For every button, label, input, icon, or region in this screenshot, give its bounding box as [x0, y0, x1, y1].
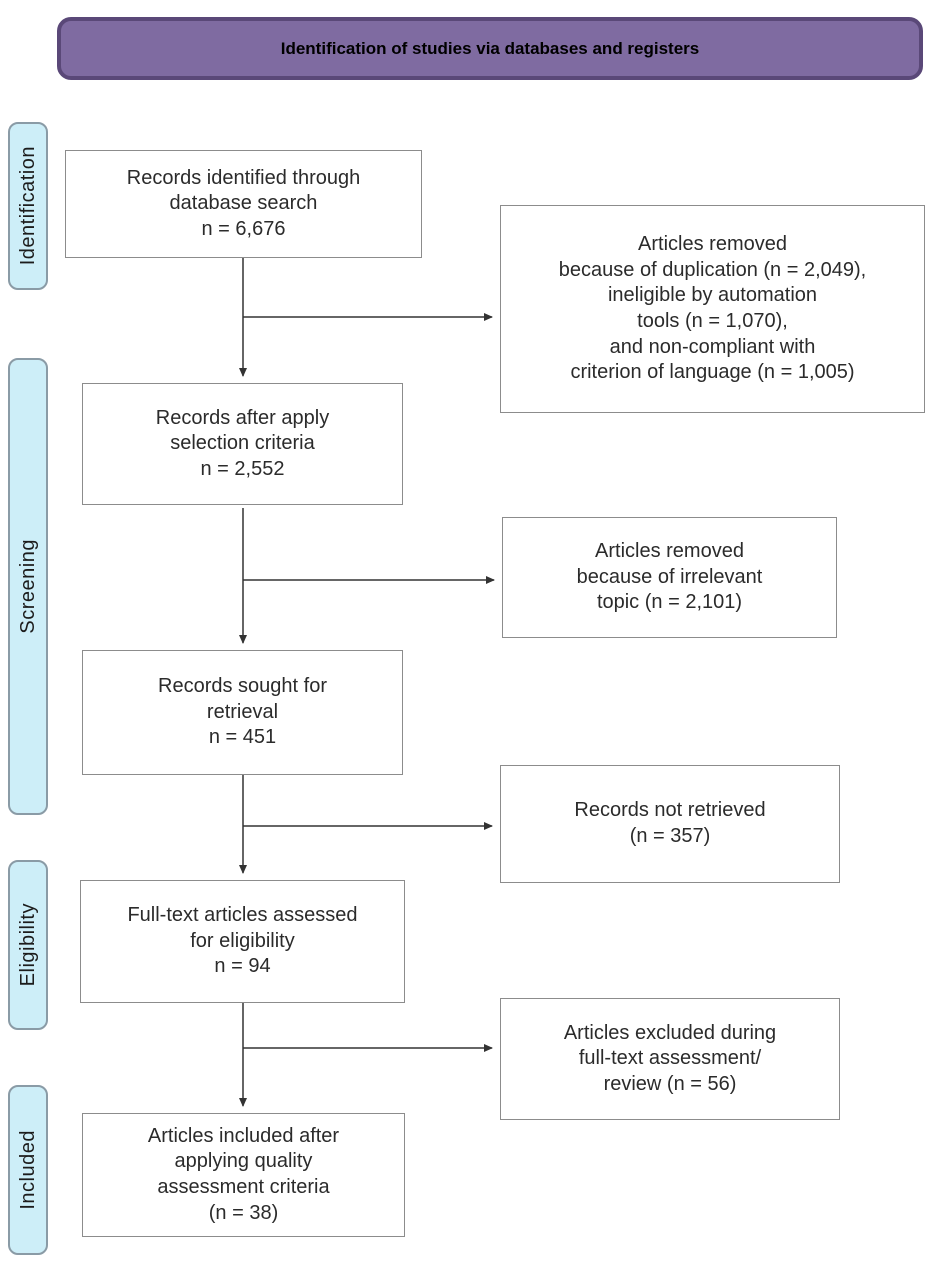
- box-records-identified: Records identified through database sear…: [65, 150, 422, 258]
- box-records-sought-retrieval: Records sought for retrieval n = 451: [82, 650, 403, 775]
- box-articles-included-text: Articles included after applying quality…: [147, 1124, 340, 1224]
- box-fulltext-assessed-text: Full-text articles assessed for eligibil…: [127, 904, 358, 978]
- box-records-sought-retrieval-text: Records sought for retrieval n = 451: [158, 675, 327, 749]
- stage-eligibility: Eligibility: [8, 860, 48, 1030]
- diagram-title: Identification of studies via databases …: [280, 38, 700, 58]
- stage-included-label: Included: [16, 1130, 39, 1210]
- header-banner: Identification of studies via databases …: [57, 17, 923, 80]
- stage-screening-label: Screening: [16, 539, 39, 634]
- box-records-identified-text: Records identified through database sear…: [126, 166, 361, 240]
- stage-screening: Screening: [8, 358, 48, 815]
- box-removed-duplication-text: Articles removed because of duplication …: [558, 233, 867, 384]
- box-records-after-selection-text: Records after apply selection criteria n…: [155, 406, 330, 480]
- box-excluded-fulltext-text: Articles excluded during full-text asses…: [563, 1021, 777, 1095]
- box-removed-irrelevant-text: Articles removed because of irrelevant t…: [576, 540, 763, 614]
- box-removed-duplication: Articles removed because of duplication …: [500, 205, 925, 413]
- box-not-retrieved-text: Records not retrieved (n = 357): [574, 799, 766, 847]
- box-records-after-selection: Records after apply selection criteria n…: [82, 383, 403, 505]
- box-fulltext-assessed: Full-text articles assessed for eligibil…: [80, 880, 405, 1003]
- box-articles-included: Articles included after applying quality…: [82, 1113, 405, 1237]
- stage-identification: Identification: [8, 122, 48, 290]
- box-not-retrieved: Records not retrieved (n = 357): [500, 765, 840, 883]
- stage-eligibility-label: Eligibility: [16, 903, 39, 987]
- box-removed-irrelevant: Articles removed because of irrelevant t…: [502, 517, 837, 638]
- stage-identification-label: Identification: [16, 146, 39, 266]
- box-excluded-fulltext: Articles excluded during full-text asses…: [500, 998, 840, 1120]
- stage-included: Included: [8, 1085, 48, 1255]
